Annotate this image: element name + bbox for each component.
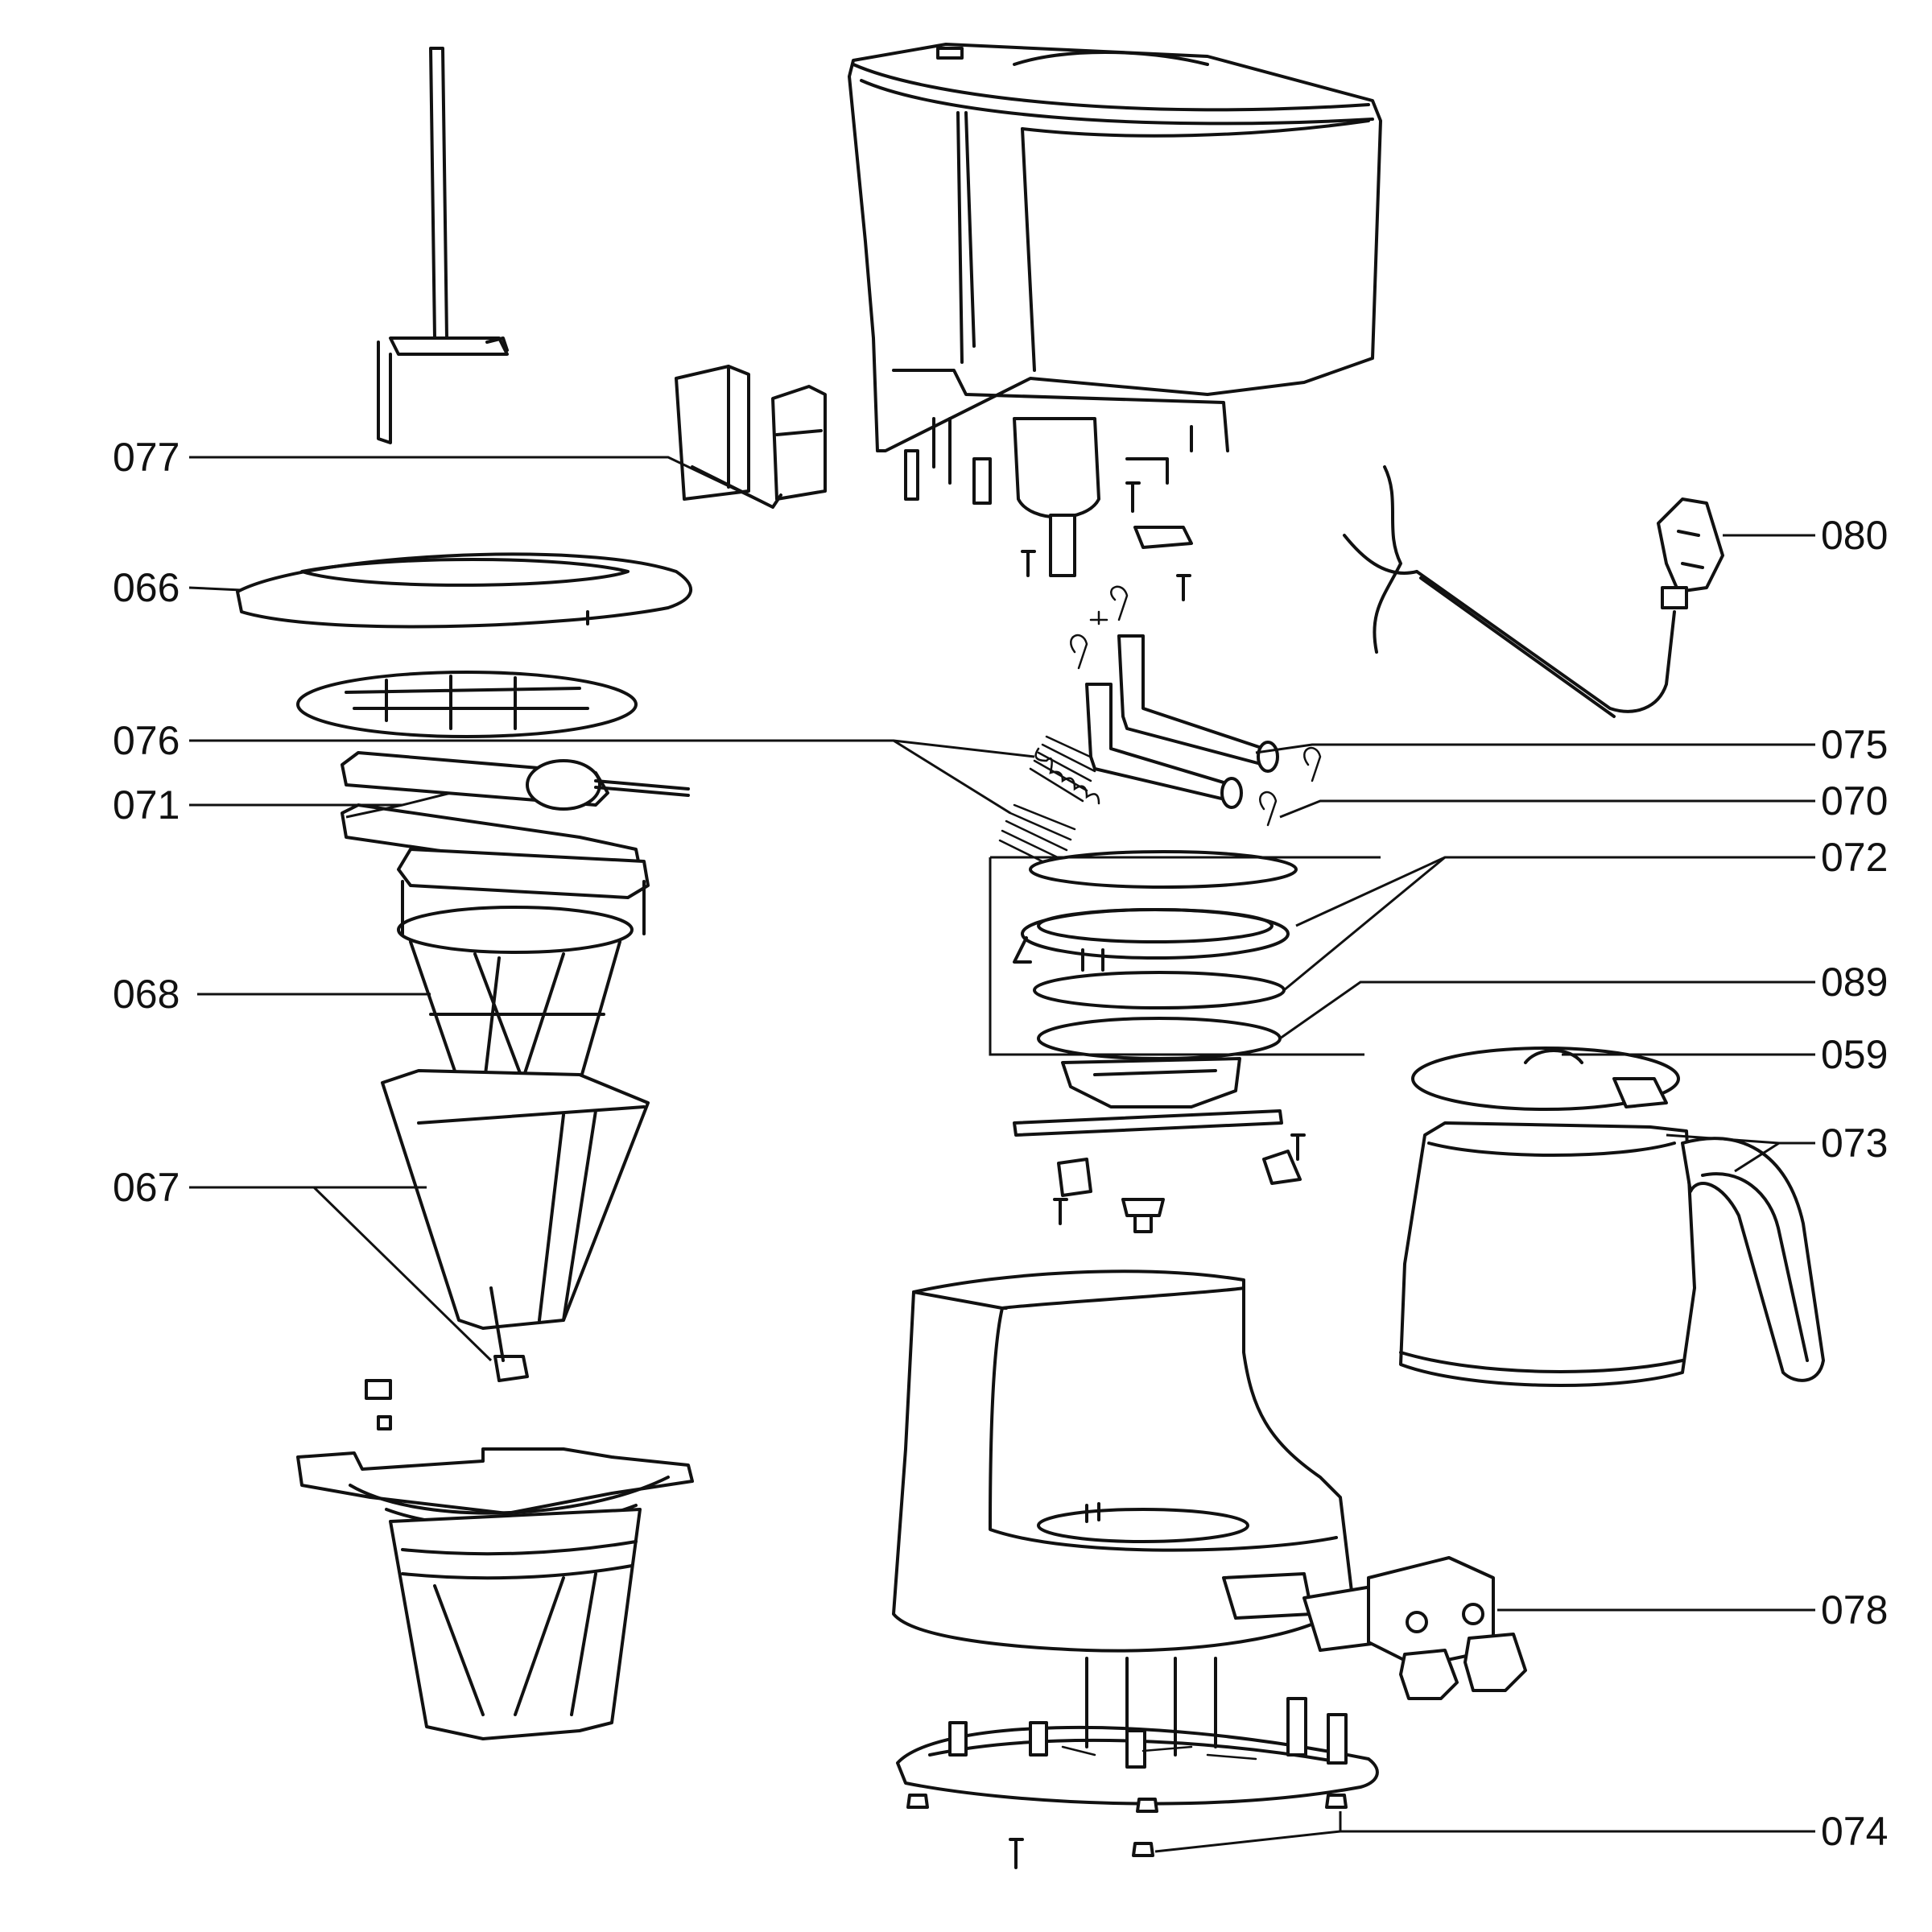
part-077-bracket	[377, 47, 509, 444]
label-068: 068	[113, 972, 180, 1017]
label-074: 074	[1821, 1809, 1888, 1854]
label-073: 073	[1821, 1121, 1888, 1166]
label-075: 075	[1821, 722, 1888, 767]
callout-labels: 077 066 076 071 068 067 080 075 070 072 …	[113, 435, 1888, 1854]
part-076-springs	[998, 735, 1100, 871]
screws-middle	[1013, 1109, 1306, 1233]
label-066: 066	[113, 565, 180, 610]
leader-lines	[188, 456, 1815, 1853]
part-068-filter-cage	[397, 848, 650, 1104]
part-072-heater-stack	[1013, 850, 1298, 1108]
part-base-plate	[896, 1657, 1379, 1806]
label-070: 070	[1821, 778, 1888, 824]
label-078: 078	[1821, 1587, 1888, 1633]
part-filter-basket	[296, 1447, 694, 1740]
label-077: 077	[113, 435, 180, 480]
label-071: 071	[113, 782, 180, 828]
label-067: 067	[113, 1165, 180, 1210]
small-clips	[365, 1379, 392, 1430]
label-059: 059	[1821, 1032, 1888, 1077]
part-base-housing	[892, 1269, 1354, 1653]
part-067-filter-funnel	[381, 1069, 650, 1382]
part-upper-housing	[848, 43, 1382, 577]
label-080: 080	[1821, 513, 1888, 558]
part-078-control-board	[1302, 1556, 1527, 1700]
label-089: 089	[1821, 960, 1888, 1005]
part-073-carafe	[1399, 1121, 1825, 1387]
part-080-power-cord	[1343, 465, 1724, 718]
part-070-clips	[1070, 585, 1322, 827]
part-066-lid	[236, 552, 693, 629]
part-filter-plate	[296, 671, 638, 738]
part-077-switch	[675, 365, 827, 509]
part-074-feet	[906, 1794, 1348, 1869]
label-076: 076	[113, 718, 180, 763]
part-075-pipes	[1085, 634, 1279, 809]
label-072: 072	[1821, 835, 1888, 880]
screws-upper	[1021, 481, 1193, 601]
part-059-carafe-lid	[1411, 1046, 1680, 1111]
